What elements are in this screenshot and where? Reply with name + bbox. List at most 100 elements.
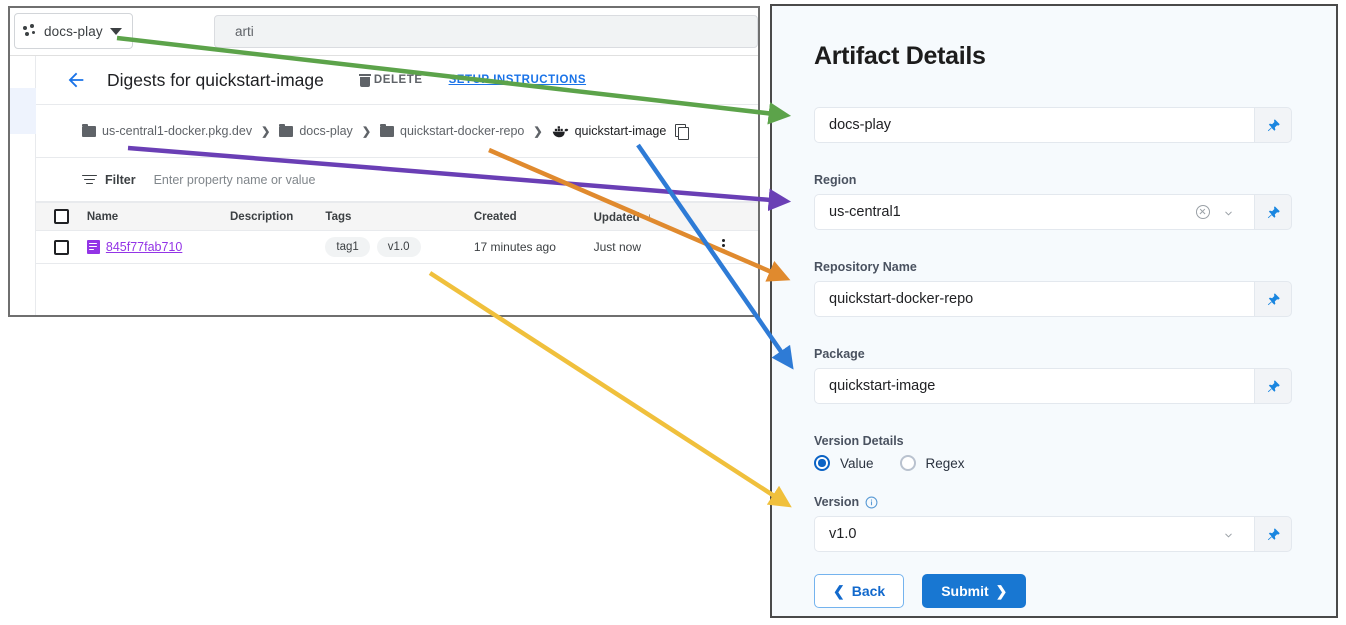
breadcrumb: us-central1-docker.pkg.dev ❯ docs-play ❯… xyxy=(36,105,758,158)
cell-updated: Just now xyxy=(593,230,716,264)
console-body: Digests for quickstart-image DELETE SETU… xyxy=(10,56,758,315)
search-input-value: arti xyxy=(235,24,254,39)
delete-button[interactable]: DELETE xyxy=(358,73,423,87)
radio-regex-label: Regex xyxy=(925,455,965,471)
radio-value[interactable] xyxy=(814,455,830,471)
breadcrumb-item-package: quickstart-image xyxy=(552,124,667,138)
project-field-row: docs-play xyxy=(814,107,1292,143)
chevron-down-icon[interactable] xyxy=(1223,207,1234,218)
column-header-created[interactable]: Created xyxy=(473,202,594,231)
column-header-actions xyxy=(715,202,758,231)
page-header: Digests for quickstart-image DELETE SETU… xyxy=(36,56,758,105)
project-selector[interactable]: docs-play xyxy=(14,13,133,49)
column-header-description[interactable]: Description xyxy=(230,202,326,231)
submit-button[interactable]: Submit ❯ xyxy=(922,574,1027,608)
digest-icon xyxy=(86,240,100,254)
pin-icon xyxy=(1267,205,1280,218)
table-row[interactable]: 845f77fab710 tag1 v1.0 17 minutes ago Jus… xyxy=(36,230,758,264)
form-actions: ❮ Back Submit ❯ xyxy=(814,574,1292,608)
sort-descending-icon: ↓ xyxy=(646,209,653,224)
filter-bar[interactable]: Filter Enter property name or value xyxy=(36,158,758,202)
region-field[interactable]: us-central1 xyxy=(814,194,1254,230)
page-title: Artifact Details xyxy=(814,42,986,70)
table-header-row: Name Description Tags Created Updated↓ xyxy=(36,202,758,231)
pin-button-repository-name[interactable] xyxy=(1254,281,1292,317)
version-field-label-group: Version xyxy=(814,495,1292,509)
repository-name-field-value: quickstart-docker-repo xyxy=(829,291,974,307)
cell-name: 845f77fab710 xyxy=(86,230,230,264)
row-checkbox[interactable] xyxy=(53,239,69,255)
breadcrumb-label-current: quickstart-image xyxy=(574,124,667,138)
breadcrumb-label: docs-play xyxy=(299,124,353,138)
breadcrumb-item-host[interactable]: us-central1-docker.pkg.dev xyxy=(82,123,253,138)
search-input[interactable]: arti xyxy=(214,15,758,48)
page-title: Digests for quickstart-image xyxy=(107,69,324,90)
column-header-name[interactable]: Name xyxy=(86,202,230,231)
project-field[interactable]: docs-play xyxy=(814,107,1254,143)
package-field-label: Package xyxy=(814,347,865,361)
row-overflow-menu-icon[interactable] xyxy=(716,238,732,254)
pin-button-package[interactable] xyxy=(1254,368,1292,404)
region-field-label: Region xyxy=(814,173,857,187)
chevron-left-icon: ❮ xyxy=(833,582,845,599)
submit-button-label: Submit xyxy=(941,583,989,599)
version-details-label: Version Details xyxy=(814,434,904,448)
filter-input[interactable]: Enter property name or value xyxy=(153,172,316,187)
copy-icon[interactable] xyxy=(675,124,690,140)
project-field-value: docs-play xyxy=(829,117,892,133)
tag-chip: tag1 xyxy=(325,237,370,257)
breadcrumb-label: us-central1-docker.pkg.dev xyxy=(102,124,253,138)
breadcrumb-item-repository[interactable]: quickstart-docker-repo xyxy=(380,123,524,138)
info-icon[interactable] xyxy=(865,496,878,509)
page-header-actions: DELETE SETUP INSTRUCTIONS xyxy=(358,73,587,87)
region-field-row: us-central1 xyxy=(814,194,1292,230)
column-header-tags[interactable]: Tags xyxy=(325,202,474,231)
repository-name-field-row: quickstart-docker-repo xyxy=(814,281,1292,317)
repository-name-field-label: Repository Name xyxy=(814,260,917,274)
pin-icon xyxy=(1267,118,1280,131)
package-field[interactable]: quickstart-image xyxy=(814,368,1254,404)
clear-icon[interactable] xyxy=(1196,205,1210,219)
left-nav-rail[interactable] xyxy=(10,56,36,315)
folder-icon xyxy=(279,123,294,137)
package-field-value: quickstart-image xyxy=(829,378,936,394)
pin-icon xyxy=(1267,292,1280,305)
repository-name-field[interactable]: quickstart-docker-repo xyxy=(814,281,1254,317)
pin-button-version[interactable] xyxy=(1254,516,1292,552)
left-nav-active-indicator xyxy=(10,88,36,134)
setup-instructions-link[interactable]: SETUP INSTRUCTIONS xyxy=(448,74,587,86)
cell-created: 17 minutes ago xyxy=(473,230,594,264)
column-header-updated[interactable]: Updated↓ xyxy=(593,202,716,231)
cell-description xyxy=(230,230,326,264)
back-button-label: Back xyxy=(851,583,886,599)
cloud-console-panel: docs-play arti Digests for quickstart-im… xyxy=(8,6,760,317)
cell-tags: tag1 v1.0 xyxy=(325,230,474,264)
trash-icon xyxy=(358,73,371,87)
version-field[interactable]: v1.0 xyxy=(814,516,1254,552)
back-arrow-icon[interactable] xyxy=(64,68,88,92)
breadcrumb-item-project[interactable]: docs-play xyxy=(279,123,353,138)
console-content: Digests for quickstart-image DELETE SETU… xyxy=(36,56,758,315)
filter-icon xyxy=(82,174,97,186)
chevron-down-icon[interactable] xyxy=(1223,529,1234,540)
digests-table: Name Description Tags Created Updated↓ xyxy=(36,202,758,264)
pin-icon xyxy=(1267,527,1280,540)
digest-link[interactable]: 845f77fab710 xyxy=(105,240,183,254)
row-select-cell xyxy=(36,230,87,264)
region-field-value: us-central1 xyxy=(829,204,901,220)
folder-icon xyxy=(380,123,395,137)
pin-button-region[interactable] xyxy=(1254,194,1292,230)
version-details-radio-group: Value Regex xyxy=(814,455,1292,471)
breadcrumb-separator-2: ❯ xyxy=(361,125,372,138)
chevron-right-icon: ❯ xyxy=(995,582,1008,599)
tag-chip: v1.0 xyxy=(376,237,421,257)
select-all-checkbox[interactable] xyxy=(53,209,69,224)
version-field-row: v1.0 xyxy=(814,516,1292,552)
cell-row-menu xyxy=(715,230,758,264)
docker-whale-icon xyxy=(552,125,569,138)
pin-button-project[interactable] xyxy=(1254,107,1292,143)
radio-regex[interactable] xyxy=(899,455,916,471)
artifact-details-panel: Artifact Details docs-play Region us-cen… xyxy=(770,4,1338,618)
back-button[interactable]: ❮ Back xyxy=(814,574,905,608)
